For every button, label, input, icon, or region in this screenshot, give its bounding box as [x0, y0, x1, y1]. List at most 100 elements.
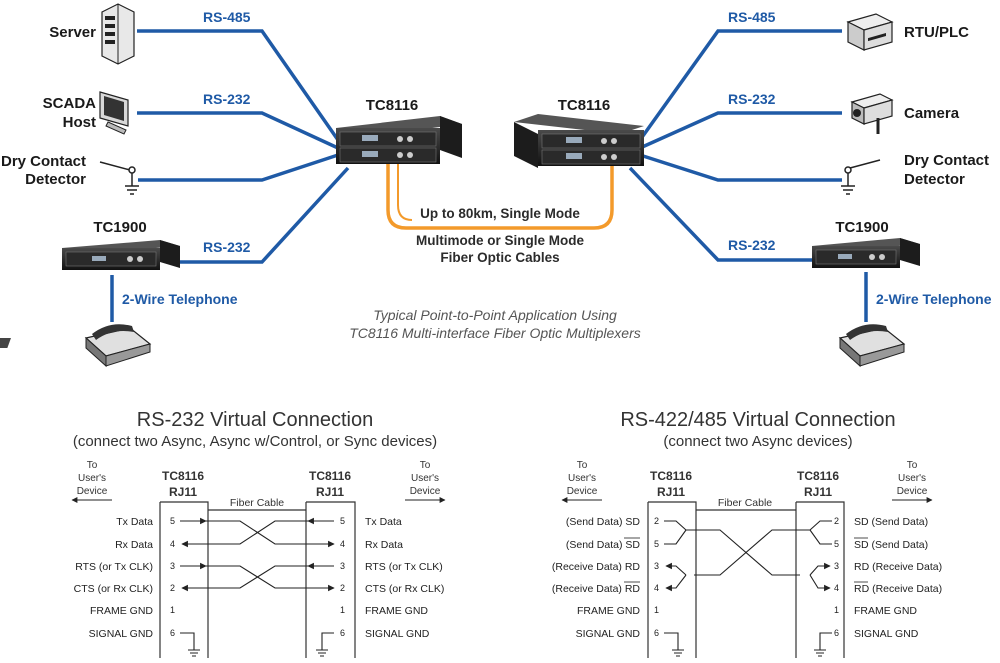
rs232-right-pin: 4 [340, 539, 345, 549]
rs232-left-label: Rx Data [115, 539, 153, 551]
to-user-right-1: To [907, 460, 918, 471]
tc8116-right-device [514, 114, 644, 168]
to-user-right-2: User's [898, 473, 926, 484]
tc1900-left-device [62, 240, 180, 270]
rs232-left-label: FRAME GND [90, 605, 153, 617]
telephone-right-icon [838, 324, 906, 368]
cable-drycontact-right [639, 153, 842, 182]
cable-drycontact-left [138, 153, 339, 182]
fiber-type-label-2: Fiber Optic Cables [440, 250, 559, 265]
phone-line-right-label: 2-Wire Telephone [876, 291, 992, 307]
rs422-right-pin: 4 [834, 583, 839, 593]
rs232-right-label: CTS (or Rx CLK) [365, 583, 444, 595]
tc8116-right-label: TC8116 [558, 97, 611, 114]
rs422-dev-right-2: RJ11 [804, 485, 832, 499]
telephone-left-icon [0, 324, 152, 368]
rs232-left-label: Tx Data [116, 516, 153, 528]
rs422-right-label: SD (Send Data) [854, 516, 928, 528]
camera-icon [850, 93, 894, 134]
rtu-label: RTU/PLC [904, 24, 969, 41]
fiber-type-label-1: Multimode or Single Mode [416, 233, 584, 248]
rs422-left-label: (Send Data) SD [566, 516, 641, 528]
rtu-plc-icon [846, 13, 894, 51]
rs232-left-pin: 3 [170, 561, 175, 571]
rs422-left-label: (Send Data) SD [566, 539, 641, 551]
to-user-left-1: To [577, 460, 588, 471]
dry-contact-switch-right-icon [841, 159, 881, 195]
to-user-left-3: Device [77, 486, 108, 497]
to-user-left-2: User's [568, 473, 596, 484]
rs422-left-pin: 4 [654, 583, 659, 593]
cable-tc1900-right [628, 166, 812, 262]
server-label: Server [49, 24, 96, 41]
rs232-section: RS-232 Virtual Connection (connect two A… [71, 409, 446, 658]
rs422-left-label: (Receive Data) RD [552, 561, 641, 573]
camera-label: Camera [904, 105, 960, 122]
rs232-left-pin: 1 [170, 605, 175, 615]
fiber-link-inner [397, 162, 413, 221]
rs232-right-pin: 6 [340, 628, 345, 638]
rs232-dev-left-2: RJ11 [169, 485, 197, 499]
to-user-right-3: Device [410, 486, 441, 497]
cable-rtu [638, 29, 842, 142]
fiber-link [386, 162, 614, 230]
rs232-dev-right-2: RJ11 [316, 485, 344, 499]
rs422-left-pin: 2 [654, 516, 659, 526]
rs232-fiber-cable: Fiber Cable [230, 497, 284, 509]
monitor-icon [99, 91, 129, 135]
tc1900-right-label: TC1900 [835, 219, 888, 236]
rs422-dev-left-2: RJ11 [657, 485, 685, 499]
rs232-left-label: RTS (or Tx CLK) [75, 561, 153, 573]
rs232-dev-right-1: TC8116 [309, 469, 351, 483]
tc1900-right-device [812, 238, 920, 268]
rs422-wires [664, 520, 832, 657]
drycontact-right-1: Dry Contact [904, 152, 989, 169]
rs422-right-pin: 3 [834, 561, 839, 571]
cable-scada [137, 111, 339, 150]
to-user-left-3: Device [567, 486, 598, 497]
rs232-left-pin: 5 [170, 516, 175, 526]
rs232-left-label: CTS (or Rx CLK) [74, 583, 153, 595]
rs232-left-label-b: RS-232 [203, 239, 251, 255]
caption-line-1: Typical Point-to-Point Application Using [373, 307, 617, 323]
rs232-right-pin: 2 [340, 583, 345, 593]
rs232-left-pin: 6 [170, 628, 175, 638]
rs232-left-pin: 2 [170, 583, 175, 593]
rs422-right-pin: 1 [834, 605, 839, 615]
drycontact-left-2: Detector [25, 171, 86, 188]
rs232-wires [180, 517, 335, 657]
to-user-right-3: Device [897, 486, 928, 497]
rs232-left-label-a: RS-232 [203, 91, 251, 107]
drycontact-right-2: Detector [904, 171, 965, 188]
rs422-right-pin: 2 [834, 516, 839, 526]
scada-label-1: SCADA [43, 95, 97, 112]
tc1900-left-label: TC1900 [93, 219, 146, 236]
rs422-dev-right-1: TC8116 [797, 469, 839, 483]
rs422-right-label: SD (Send Data) [854, 539, 928, 551]
rs485-left-label: RS-485 [203, 9, 251, 25]
rs485-right-label: RS-485 [728, 9, 776, 25]
to-user-right-1: To [420, 460, 431, 471]
rs232-right-label: FRAME GND [365, 605, 428, 617]
rs422-left-pin: 1 [654, 605, 659, 615]
dry-contact-switch-icon [99, 161, 139, 195]
rs232-left-pin: 4 [170, 539, 175, 549]
rs232-right-pin: 5 [340, 516, 345, 526]
rs232-dev-left-1: TC8116 [162, 469, 204, 483]
rs232-title: RS-232 Virtual Connection [137, 409, 373, 431]
drycontact-left-1: Dry Contact [1, 153, 86, 170]
rs422-right-label: RD (Receive Data) [854, 583, 942, 595]
caption-line-2: TC8116 Multi-interface Fiber Optic Multi… [349, 325, 641, 341]
scada-label-2: Host [63, 114, 96, 131]
rs422-title: RS-422/485 Virtual Connection [620, 409, 895, 431]
rs232-right-pin: 3 [340, 561, 345, 571]
rs232-right-label: Rx Data [365, 539, 403, 551]
tc8116-left-label: TC8116 [366, 97, 419, 114]
server-icon [101, 3, 135, 65]
phone-line-left-label: 2-Wire Telephone [122, 291, 238, 307]
rs232-right-label-b: RS-232 [728, 237, 776, 253]
cable-tc1900-left [180, 166, 350, 264]
rs422-left-pin: 6 [654, 628, 659, 638]
to-user-left-1: To [87, 460, 98, 471]
